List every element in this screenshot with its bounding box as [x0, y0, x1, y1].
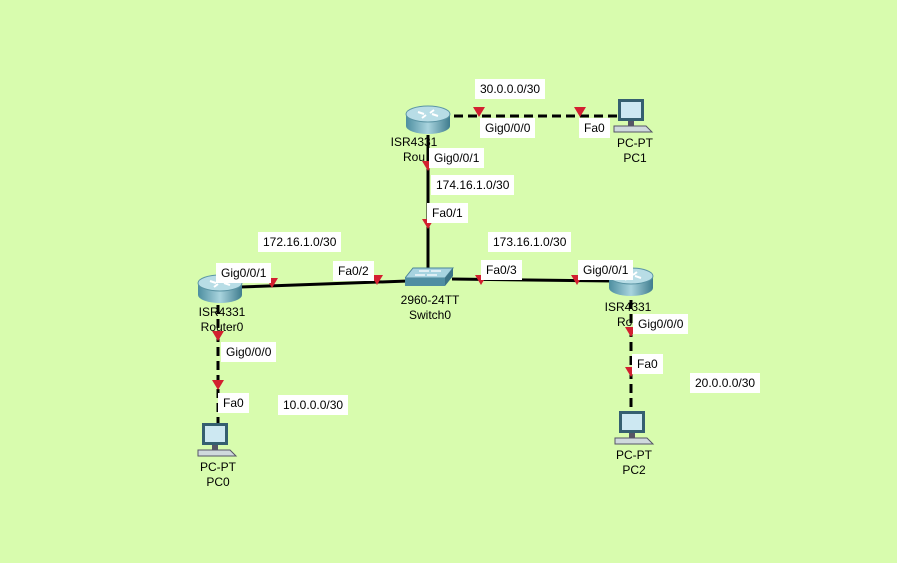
port-status-marker — [574, 107, 586, 117]
link-router0-switch0[interactable] — [239, 279, 409, 289]
network-label: 20.0.0.0/30 — [690, 373, 761, 393]
port-label: Gig0/0/1 — [578, 260, 634, 280]
pc-icon[interactable] — [612, 98, 654, 136]
device-model: PC-PT — [617, 136, 653, 150]
device-name: PC1 — [623, 151, 647, 165]
port-label: Gig0/0/0 — [480, 118, 536, 138]
port-status-marker — [473, 107, 485, 117]
network-label: 173.16.1.0/30 — [488, 232, 572, 252]
device-name: Rou — [402, 150, 426, 164]
device-model: PC-PT — [616, 448, 652, 462]
pc-icon[interactable] — [613, 410, 655, 448]
network-label: 172.16.1.0/30 — [258, 232, 342, 252]
device-name: Switch0 — [408, 308, 452, 322]
router-icon[interactable] — [404, 104, 452, 136]
device-model: ISR4331 — [604, 300, 652, 314]
port-label: Gig0/0/0 — [633, 314, 689, 334]
device-model: ISR4331 — [198, 305, 246, 319]
pc-icon[interactable] — [196, 422, 238, 460]
port-label: Fa0/1 — [427, 203, 468, 223]
port-status-marker — [212, 331, 224, 341]
port-status-marker — [371, 275, 383, 285]
port-label: Gig0/0/1 — [216, 263, 272, 283]
port-status-marker — [212, 380, 224, 390]
device-model: ISR4331 — [390, 135, 438, 149]
device-name: PC0 — [206, 475, 230, 489]
port-label: Gig0/0/0 — [221, 342, 277, 362]
port-label: Fa0 — [579, 118, 610, 138]
network-label: 10.0.0.0/30 — [278, 395, 349, 415]
device-name: Router0 — [200, 320, 244, 334]
port-label: Fa0/2 — [333, 261, 374, 281]
device-model: 2960-24TT — [400, 293, 460, 307]
switch-icon[interactable] — [405, 266, 455, 288]
port-label: Fa0 — [632, 354, 663, 374]
port-label: Fa0/3 — [481, 260, 522, 280]
network-label: 174.16.1.0/30 — [431, 175, 515, 195]
device-name: PC2 — [622, 463, 646, 477]
port-label: Gig0/0/1 — [429, 148, 485, 168]
network-label: 30.0.0.0/30 — [475, 79, 546, 99]
port-label: Fa0 — [218, 393, 249, 413]
device-model: PC-PT — [200, 460, 236, 474]
